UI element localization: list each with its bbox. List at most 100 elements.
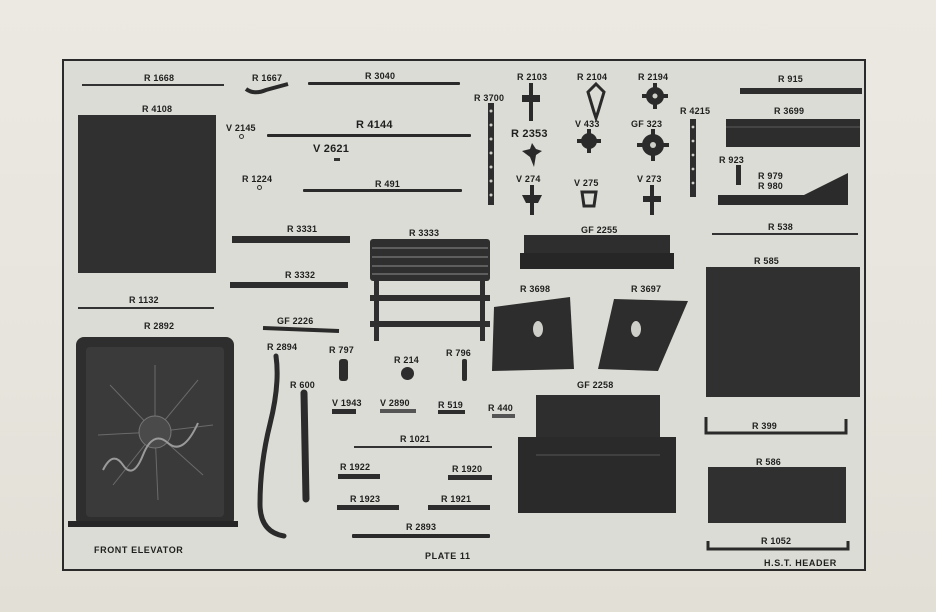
- caption-front-elevator: FRONT ELEVATOR: [94, 545, 184, 555]
- label-r3697: R 3697: [631, 284, 662, 294]
- part-r214-knob: [401, 367, 414, 380]
- part-r1132-rod: [78, 307, 214, 309]
- label-r399: R 399: [752, 421, 778, 431]
- part-r1923-bar: [337, 505, 399, 510]
- part-r519-strip: [438, 410, 465, 414]
- label-r796: R 796: [446, 348, 472, 358]
- label-r1224: R 1224: [242, 174, 273, 184]
- caption-hst-header: H.S.T. HEADER: [764, 558, 837, 568]
- label-v275: V 275: [574, 178, 599, 188]
- label-v2621: V 2621: [313, 143, 350, 155]
- parts-plate: R 1668 R 4108 R 1132 R 2892 FRONT ELEVAT…: [62, 59, 866, 571]
- part-r3698-side-plate: [492, 297, 574, 371]
- part-r2893-rod: [352, 534, 490, 538]
- label-r2194: R 2194: [638, 72, 669, 82]
- part-r1052-rail: [706, 541, 850, 551]
- part-r491-rod: [303, 189, 462, 192]
- label-r3040: R 3040: [365, 71, 396, 81]
- part-r4215-chain: [690, 119, 696, 197]
- label-r519: R 519: [438, 400, 464, 410]
- label-r1052: R 1052: [761, 536, 792, 546]
- label-r980: R 980: [758, 181, 784, 191]
- part-r1224-washer: [257, 185, 262, 190]
- label-r585: R 585: [754, 256, 780, 266]
- label-v2145: V 2145: [226, 123, 256, 133]
- label-r1922: R 1922: [340, 462, 371, 472]
- part-r3331-bar: [232, 236, 350, 243]
- label-r2892: R 2892: [144, 321, 175, 331]
- part-r1921-bar: [428, 505, 490, 510]
- label-r3332: R 3332: [285, 270, 316, 280]
- label-r4215: R 4215: [680, 106, 711, 116]
- label-r2894: R 2894: [267, 342, 298, 352]
- part-r2892-elevator-front: [68, 337, 238, 527]
- part-r399-rail: [704, 417, 848, 435]
- label-r2103: R 2103: [517, 72, 548, 82]
- label-r1132: R 1132: [129, 295, 159, 305]
- part-r915-bar: [740, 88, 862, 94]
- label-r915: R 915: [778, 74, 804, 84]
- part-v2145-washer: [239, 134, 244, 139]
- part-r2103-tee: [522, 83, 540, 121]
- part-r2104-clip: [586, 81, 606, 123]
- part-r2353-bracket: [522, 143, 542, 167]
- part-v275-clip: [580, 190, 598, 208]
- part-r3333-slat-frame: [370, 239, 490, 341]
- label-r1021: R 1021: [400, 434, 431, 444]
- part-gf2258-housing: [518, 395, 676, 513]
- part-r4108-panel: [78, 115, 216, 273]
- label-r1921: R 1921: [441, 494, 472, 504]
- label-r1920: R 1920: [452, 464, 483, 474]
- part-v433-sprocket: [577, 129, 601, 153]
- label-r3700: R 3700: [474, 93, 505, 103]
- label-r586: R 586: [756, 457, 782, 467]
- part-r1667-bracket: [244, 82, 289, 95]
- label-r1923: R 1923: [350, 494, 381, 504]
- part-r600-rod: [300, 389, 310, 503]
- part-v2890-strip: [380, 409, 416, 413]
- caption-plate-number: PLATE 11: [425, 551, 471, 561]
- part-r3700-chain: [488, 103, 494, 205]
- label-r3699: R 3699: [774, 106, 805, 116]
- part-v273-tee: [643, 185, 661, 215]
- part-r796-pin: [462, 359, 467, 381]
- label-r797: R 797: [329, 345, 355, 355]
- label-r600: R 600: [290, 380, 316, 390]
- label-v2890: V 2890: [380, 398, 410, 408]
- part-r797-link: [339, 359, 348, 381]
- label-r923: R 923: [719, 155, 745, 165]
- part-r3332-bar: [230, 282, 348, 288]
- label-r979: R 979: [758, 171, 784, 181]
- label-r1668: R 1668: [144, 73, 175, 83]
- part-r2194-sprocket: [642, 83, 668, 109]
- label-r4108: R 4108: [142, 104, 173, 114]
- part-v2621-pin: [334, 158, 340, 161]
- part-r3040-rod: [308, 82, 460, 85]
- part-r1668-rod: [82, 84, 224, 86]
- label-gf2255: GF 2255: [581, 225, 618, 235]
- label-v1943: V 1943: [332, 398, 362, 408]
- label-v274: V 274: [516, 174, 541, 184]
- part-r585-panel: [706, 267, 860, 397]
- part-v274-tee: [522, 185, 542, 215]
- label-r538: R 538: [768, 222, 794, 232]
- label-r214: R 214: [394, 355, 420, 365]
- label-r1667: R 1667: [252, 73, 283, 83]
- part-gf2226-bar: [262, 326, 340, 333]
- label-r2104: R 2104: [577, 72, 608, 82]
- label-gf2258: GF 2258: [577, 380, 614, 390]
- label-r2893: R 2893: [406, 522, 437, 532]
- label-r2353: R 2353: [511, 128, 548, 140]
- part-r2894-curved-rod: [257, 353, 287, 539]
- part-r440-strip: [492, 414, 515, 418]
- part-r1922-bar: [338, 474, 380, 479]
- part-v1943-plate: [332, 409, 356, 414]
- part-r923-pin: [736, 165, 741, 185]
- label-v273: V 273: [637, 174, 662, 184]
- label-r3331: R 3331: [287, 224, 318, 234]
- part-r586-panel: [708, 467, 846, 523]
- part-gf2255-beam: [520, 235, 674, 269]
- part-r538-rod: [712, 233, 858, 235]
- part-r1021-rod: [354, 446, 492, 448]
